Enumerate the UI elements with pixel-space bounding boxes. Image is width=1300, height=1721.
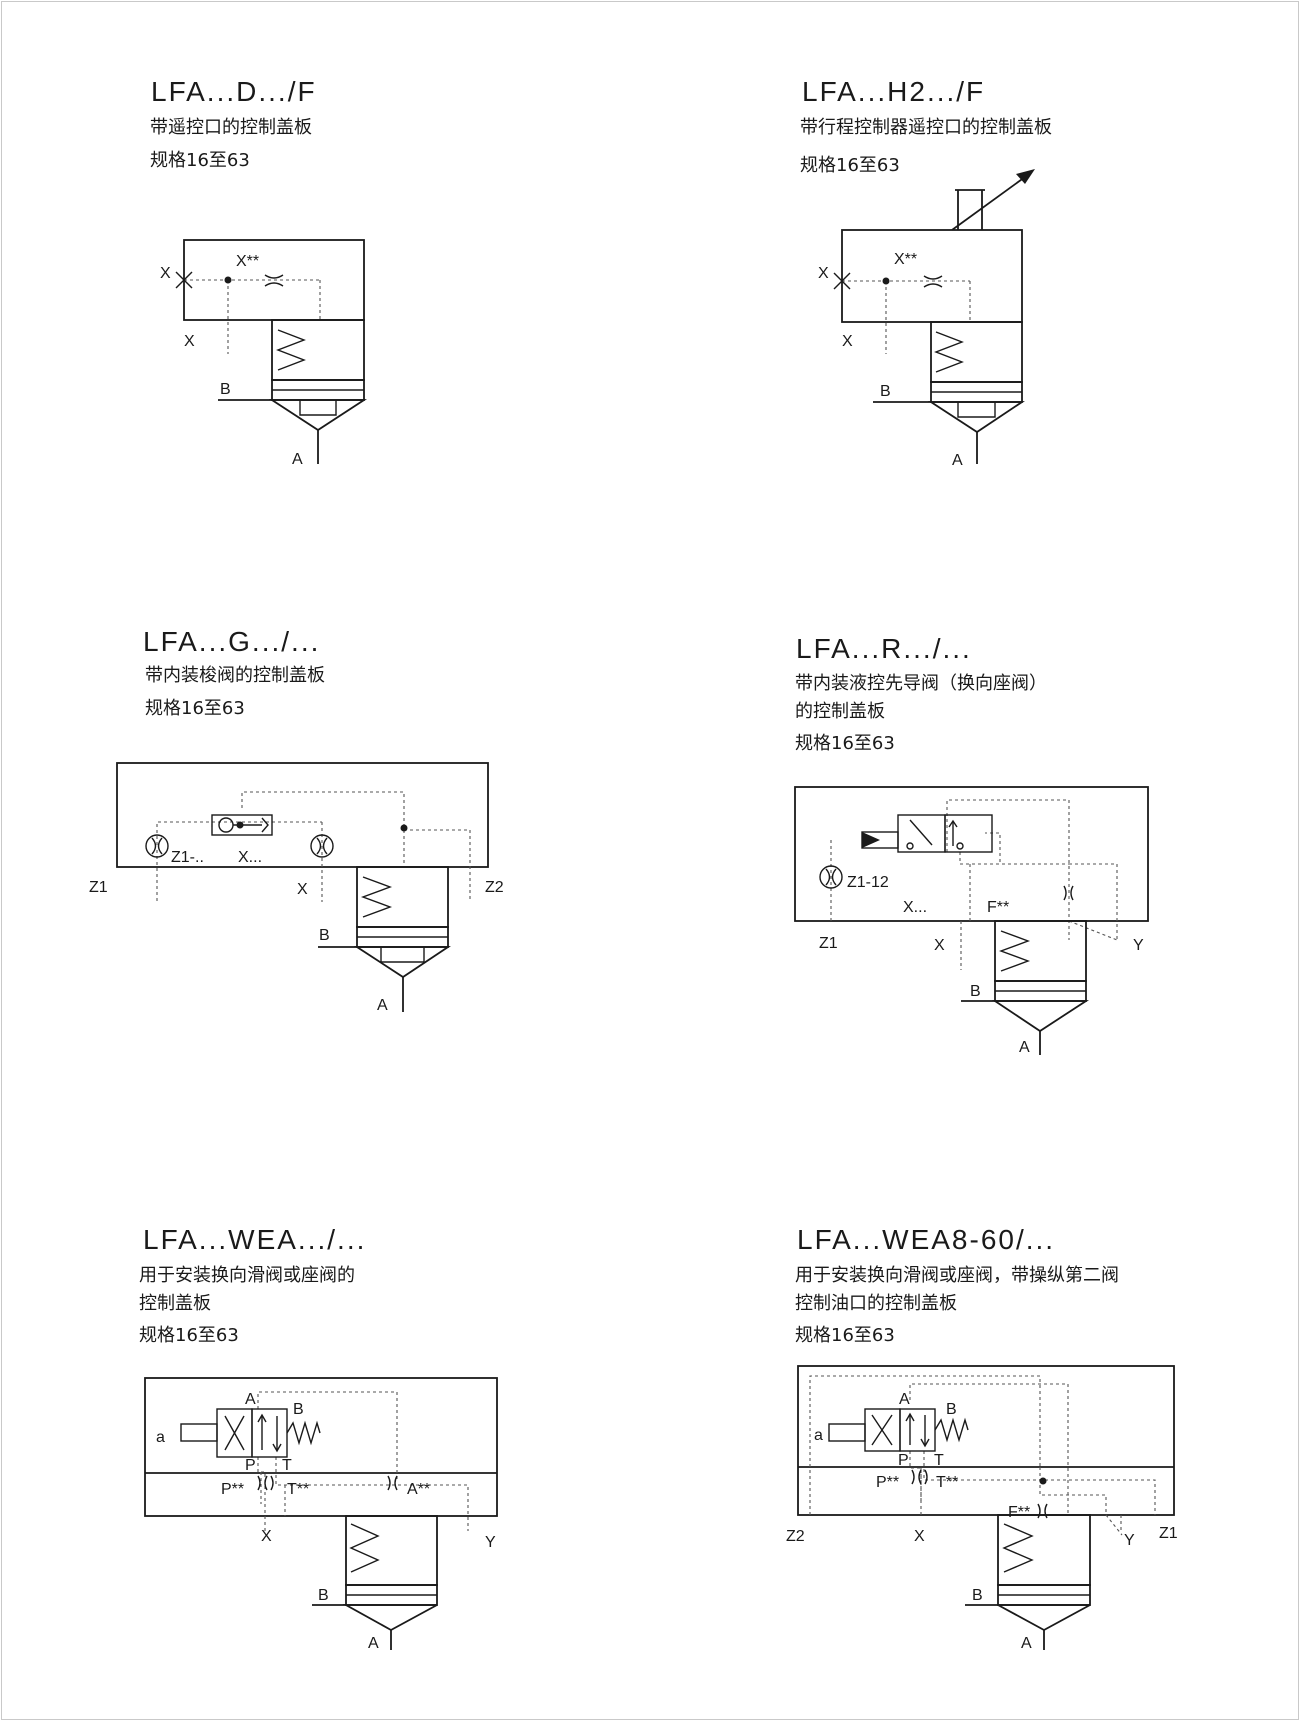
label-port-b: B — [970, 983, 981, 1000]
label-x-orifice: X** — [236, 253, 259, 270]
label-port-y: Y — [1124, 1532, 1135, 1549]
label-solenoid-a: a — [156, 1429, 165, 1446]
label-port-y: Y — [1133, 937, 1144, 954]
label-port-x: X — [261, 1528, 272, 1545]
label-f: F** — [987, 899, 1009, 916]
label-valve-b: B — [946, 1401, 957, 1418]
label-x-bottom: X — [842, 333, 853, 350]
label-valve-a: A — [899, 1391, 910, 1408]
model-description-line: 带内装梭阀的控制盖板 — [145, 665, 325, 686]
model-code: LFA...H2.../F — [802, 76, 986, 107]
label-x-inner: X... — [238, 849, 262, 866]
label-valve-t: T — [282, 1457, 292, 1474]
label-valve-p: P — [898, 1452, 909, 1469]
model-code: LFA...WEA8-60/... — [797, 1224, 1056, 1255]
label-solenoid-a: a — [814, 1427, 823, 1444]
model-size-range: 规格16至63 — [145, 698, 245, 719]
label-port-a: A — [292, 451, 303, 468]
label-f: F** — [1008, 1504, 1030, 1521]
label-port-b: B — [318, 1587, 329, 1604]
label-t: T** — [936, 1474, 958, 1491]
label-port-a: A — [368, 1635, 379, 1652]
label-port-a: A — [952, 452, 963, 469]
model-description-line: 控制油口的控制盖板 — [795, 1293, 957, 1314]
model-size-range: 规格16至63 — [139, 1325, 239, 1346]
model-description-line: 用于安装换向滑阀或座阀的 — [139, 1265, 355, 1286]
model-code: LFA...G.../... — [143, 626, 321, 657]
label-a: A** — [407, 1481, 430, 1498]
label-x-bottom: X — [184, 333, 195, 350]
label-port-x: X — [934, 937, 945, 954]
model-description-line: 带遥控口的控制盖板 — [150, 117, 312, 138]
model-description-line: 控制盖板 — [139, 1293, 211, 1314]
label-port-a: A — [377, 997, 388, 1014]
label-port-b: B — [220, 381, 231, 398]
label-port-x: X — [297, 881, 308, 898]
label-x-orifice: X** — [894, 251, 917, 268]
model-description-line: 带行程控制器遥控口的控制盖板 — [800, 117, 1052, 138]
model-code: LFA...R.../... — [796, 633, 972, 664]
label-x-top: X — [818, 265, 829, 282]
model-code: LFA...WEA.../... — [143, 1224, 367, 1255]
model-code: LFA...D.../F — [151, 76, 317, 107]
label-port-z2: Z2 — [786, 1528, 805, 1545]
model-description-line: 带内装液控先导阀（换向座阀） — [795, 673, 1047, 694]
label-p: P** — [876, 1474, 899, 1491]
label-port-b: B — [319, 927, 330, 944]
label-x-top: X — [160, 265, 171, 282]
model-size-range: 规格16至63 — [795, 1325, 895, 1346]
label-valve-t: T — [934, 1452, 944, 1469]
label-port-a: A — [1019, 1039, 1030, 1056]
model-description-line: 用于安装换向滑阀或座阀，带操纵第二阀 — [795, 1265, 1119, 1286]
label-z1-inner: Z1-.. — [171, 849, 204, 866]
model-size-range: 规格16至63 — [150, 150, 250, 171]
label-port-z1: Z1 — [1159, 1525, 1178, 1542]
label-port-a: A — [1021, 1635, 1032, 1652]
label-port-y: Y — [485, 1534, 496, 1551]
model-description-line: 的控制盖板 — [795, 701, 885, 722]
label-x-inner: X... — [903, 899, 927, 916]
model-size-range: 规格16至63 — [800, 155, 900, 176]
label-port-z1: Z1 — [89, 879, 108, 896]
label-valve-b: B — [293, 1401, 304, 1418]
label-port-b: B — [972, 1587, 983, 1604]
label-port-z1: Z1 — [819, 935, 838, 952]
label-port-x: X — [914, 1528, 925, 1545]
label-valve-a: A — [245, 1391, 256, 1408]
label-valve-p: P — [245, 1457, 256, 1474]
label-p: P** — [221, 1481, 244, 1498]
model-size-range: 规格16至63 — [795, 733, 895, 754]
label-z1-inner: Z1-12 — [847, 874, 889, 891]
label-port-z2: Z2 — [485, 879, 504, 896]
label-t: T** — [287, 1481, 309, 1498]
label-port-b: B — [880, 383, 891, 400]
